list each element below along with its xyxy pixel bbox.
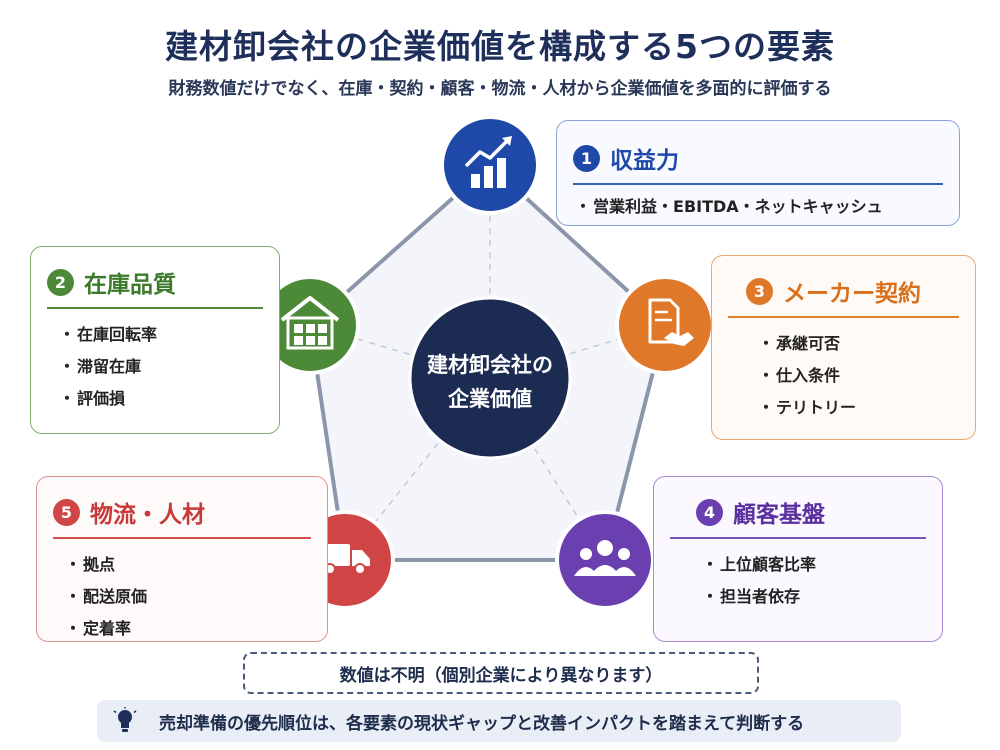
- element-2-item-3: 評価損: [59, 383, 279, 415]
- element-card-1-header: 1 収益力: [573, 121, 943, 185]
- element-2-number: 2: [47, 268, 74, 296]
- element-card-3: 3 メーカー契約 承継可否 仕入条件 テリトリー: [711, 255, 976, 440]
- element-card-2: 2 在庫品質 在庫回転率 滞留在庫 評価損: [30, 246, 280, 434]
- element-card-4-header: 4 顧客基盤: [670, 477, 926, 539]
- element-5-title: 物流・人材: [90, 502, 205, 528]
- element-3-item-2: 仕入条件: [758, 360, 975, 392]
- element-5-item-1: 拠点: [65, 549, 327, 581]
- element-4-item-2: 担当者依存: [702, 581, 942, 613]
- lightbulb-icon: [113, 707, 137, 732]
- element-2-item-2: 滞留在庫: [59, 351, 279, 383]
- element-5-item-2: 配送原価: [65, 581, 327, 613]
- center-label-line2: 企業価値: [447, 387, 532, 411]
- element-card-2-header: 2 在庫品質: [47, 247, 263, 309]
- page-title: 建材卸会社の企業価値を構成する5つの要素: [165, 27, 835, 66]
- element-card-5-header: 5 物流・人材: [53, 477, 311, 539]
- element-5-item-3: 定着率: [65, 613, 327, 645]
- element-1-title: 収益力: [610, 148, 679, 174]
- element-2-item-1: 在庫回転率: [59, 319, 279, 351]
- element-card-1: 1 収益力 営業利益・EBITDA・ネットキャッシュ: [556, 120, 960, 226]
- growth-chart-icon: [440, 115, 540, 215]
- element-1-item-1: 営業利益・EBITDA・ネットキャッシュ: [575, 191, 959, 223]
- warehouse-icon: [260, 275, 360, 375]
- element-3-number: 3: [746, 277, 773, 305]
- element-card-5: 5 物流・人材 拠点 配送原価 定着率: [36, 476, 328, 642]
- element-1-number: 1: [573, 144, 600, 172]
- page-subtitle: 財務数値だけでなく、在庫・契約・顧客・物流・人材から企業価値を多面的に評価する: [168, 79, 832, 99]
- element-4-number: 4: [696, 498, 723, 526]
- customers-icon: [555, 510, 655, 610]
- element-card-4: 4 顧客基盤 上位顧客比率 担当者依存: [653, 476, 943, 642]
- element-4-item-1: 上位顧客比率: [702, 549, 942, 581]
- element-5-number: 5: [53, 498, 80, 526]
- center-label-line1: 建材卸会社の: [427, 353, 553, 377]
- element-4-title: 顧客基盤: [733, 502, 825, 528]
- tip-banner: 売却準備の優先順位は、各要素の現状ギャップと改善インパクトを踏まえて判断する: [97, 700, 901, 742]
- element-card-3-header: 3 メーカー契約: [728, 256, 959, 318]
- element-3-item-1: 承継可否: [758, 328, 975, 360]
- tip-text: 売却準備の優先順位は、各要素の現状ギャップと改善インパクトを踏まえて判断する: [159, 713, 805, 734]
- contract-handshake-icon: [615, 275, 715, 375]
- element-2-title: 在庫品質: [84, 272, 176, 298]
- data-note: 数値は不明（個別企業により異なります）: [243, 652, 759, 694]
- center-circle: [408, 296, 572, 460]
- element-3-item-3: テリトリー: [758, 392, 975, 424]
- element-3-title: メーカー契約: [783, 281, 921, 307]
